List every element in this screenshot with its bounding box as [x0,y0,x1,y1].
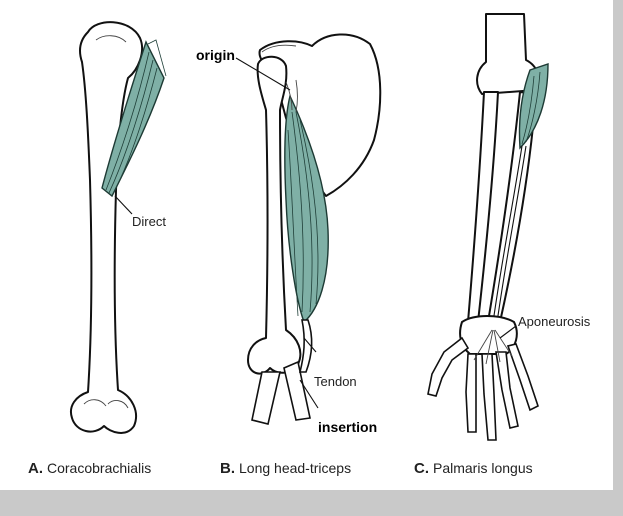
caption-b-letter: B. [220,460,235,477]
label-direct: Direct [132,214,166,229]
anatomy-figure: Direct A.Coracobrachialis origin Tendon … [0,0,613,490]
forearm-b-bone [251,371,282,425]
caption-b: B.Long head-triceps [220,460,351,477]
palmar-aponeurosis [473,329,513,365]
anatomy-diagram: Direct A.Coracobrachialis origin Tendon … [28,13,591,477]
panel-b: origin Tendon insertion B.Long head-tric… [196,33,382,477]
caption-b-text: Long head-triceps [239,460,351,476]
humerus-b-bone [247,55,302,375]
triceps-tendon [298,319,313,373]
caption-c: C.Palmaris longus [414,460,533,477]
finger-middle [481,353,497,441]
label-origin: origin [196,47,235,63]
caption-a-letter: A. [28,460,43,477]
finger-ring [495,351,519,429]
finger-index [465,353,477,433]
thumb-bone [427,336,470,397]
caption-c-letter: C. [414,460,429,477]
label-tendon: Tendon [314,374,357,389]
coracobrachialis-muscle [101,40,165,198]
caption-a-text: Coracobrachialis [47,460,151,476]
label-aponeurosis: Aponeurosis [518,314,591,329]
panel-c: Aponeurosis C.Palmaris longus [414,13,591,477]
panel-a: Direct A.Coracobrachialis [28,21,167,477]
caption-a: A.Coracobrachialis [28,460,151,477]
humerus-bone [70,21,144,434]
label-insertion: insertion [318,419,377,435]
caption-c-text: Palmaris longus [433,460,533,476]
finger-little [506,343,539,412]
palmaris-tendon [491,145,523,331]
